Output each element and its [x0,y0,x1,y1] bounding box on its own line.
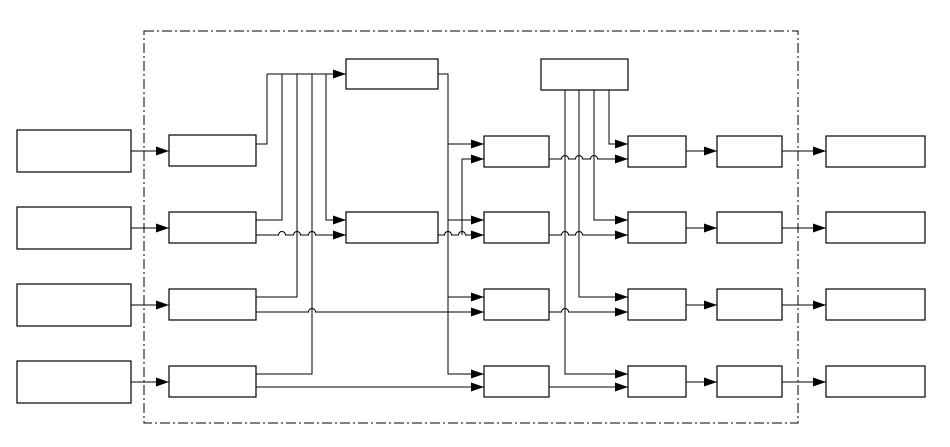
arrow-s3-1b [615,154,628,164]
arrowheads [156,69,826,392]
arrow-stage-one-2 [156,223,169,233]
wire-s1-2-lower [256,231,346,236]
center-block-middle [345,211,439,244]
arrow-s3-3a [615,292,628,302]
stage-two-block-2 [483,211,550,244]
arrow-s2-2b [471,230,484,240]
arrow-s3-1a [615,139,628,149]
wire-bus-4 [256,74,313,375]
stage-two-block-1 [483,135,550,168]
arrow-s4-4 [704,377,717,387]
arrow-s3-3b [615,307,628,317]
arrow-s4-1 [704,146,717,156]
arrow-s3-2b [615,230,628,240]
stage-three-block-3 [627,288,687,321]
arrow-output-2 [813,223,826,233]
arrow-stage-one-1 [156,146,169,156]
stage-one-block-4 [168,365,257,398]
arrow-output-4 [813,377,826,387]
stage-four-block-2 [716,211,783,244]
arrow-stage-one-3 [156,300,169,310]
center-block-top [345,58,439,90]
stage-three-block-1 [627,135,687,168]
top-right-block [540,58,629,91]
wire-s2-s3-3 [549,308,628,313]
system-boundary [143,30,799,424]
wire-s2-s3-1 [549,155,628,160]
stage-two-block-4 [483,365,550,398]
output-block-3 [825,288,926,321]
arrow-stage-one-4 [156,377,169,387]
arrow-s3-4a [615,369,628,379]
wire-cm-s2-2b [438,231,484,236]
arrow-s2-4a [471,369,484,379]
stage-four-block-4 [716,365,783,398]
wire-bus-1 [256,74,268,145]
input-block-2 [16,206,132,250]
wire-tr-s3-3a [578,90,628,298]
output-block-4 [825,365,926,398]
arrow-center-middle-b [333,230,346,240]
stage-four-block-1 [716,135,783,168]
blocks [16,58,926,404]
arrow-center-middle-a [333,215,346,225]
arrow-center-top [333,69,346,79]
stage-one-block-3 [168,288,257,321]
stage-one-block-2 [168,211,257,244]
input-block-4 [16,360,132,404]
arrow-s2-1b [471,154,484,164]
wire-tr-s3-4a [564,90,628,375]
arrow-s2-1a [471,139,484,149]
output-block-2 [825,211,926,244]
wire-bus-3 [256,74,298,298]
stage-three-block-4 [627,365,687,398]
output-block-1 [825,135,926,168]
stage-two-block-3 [483,288,550,321]
arrow-output-3 [813,300,826,310]
arrow-s2-3b [471,307,484,317]
input-block-3 [16,283,132,327]
stage-one-block-1 [168,134,257,167]
wire-center-middle-a [325,74,346,221]
input-block-1 [16,129,132,173]
arrow-s2-3a [471,292,484,302]
stage-four-block-3 [716,288,783,321]
arrow-s3-4b [615,382,628,392]
arrow-output-1 [813,146,826,156]
arrow-s2-2a [471,215,484,225]
wire-s1-3-lower [256,308,484,313]
arrow-s2-4b [471,382,484,392]
arrow-s4-2 [704,223,717,233]
wire-center-top-out [438,73,449,220]
wire-tr-s3-1a [608,90,628,145]
wire-s2-s3-2 [549,231,628,236]
stage-three-block-2 [627,211,687,244]
wire-tr-s3-2a [593,90,628,221]
arrow-s4-3 [704,300,717,310]
arrow-s3-2a [615,215,628,225]
wire-bus-2 [256,74,283,221]
